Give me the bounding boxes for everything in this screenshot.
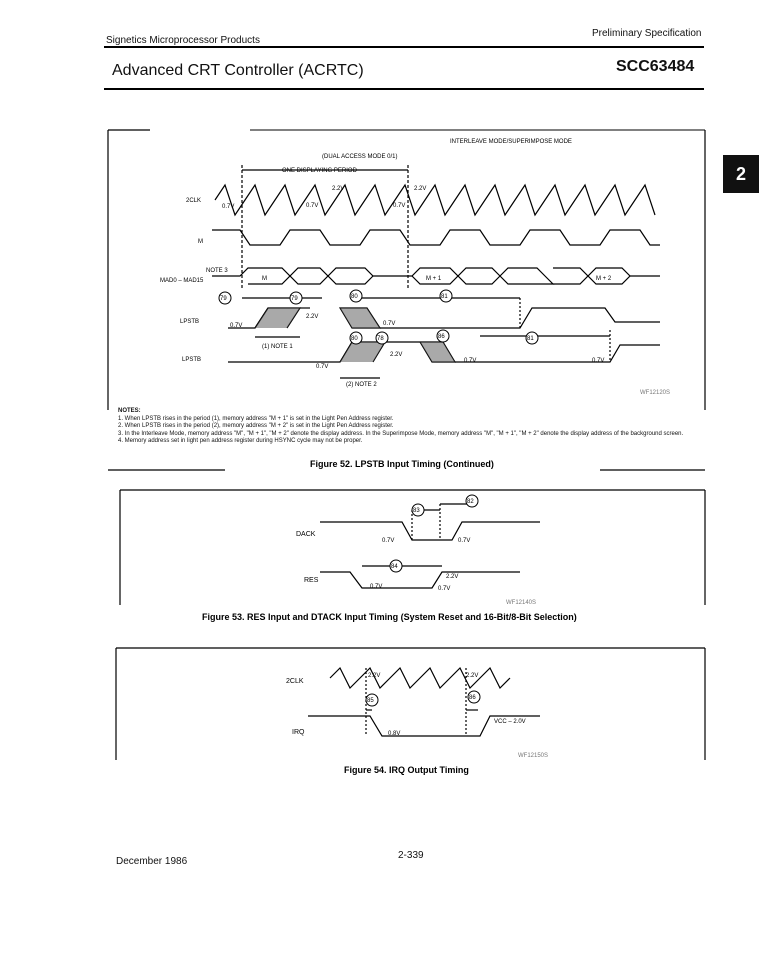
- fig52-v22-b: 2.2V: [414, 186, 426, 192]
- fig52-signal-m: M: [198, 239, 203, 245]
- header-rule-top: [104, 46, 704, 48]
- fig52-signal-2clk: 2CLK: [186, 198, 201, 204]
- fig52-v07-d: 0.7V: [230, 323, 242, 329]
- figure-52-diagram: INTERLEAVE MODE/SUPERIMPOSE MODE (DUAL A…: [107, 129, 706, 471]
- fig54-vcc: VCC – 2.0V: [494, 719, 526, 725]
- figure-53-diagram: 83 82 84 DACK RES 0.7V 0.7V 0.7V 2.2V 0.…: [119, 489, 706, 622]
- header-company: Signetics Microprocessor Products: [106, 35, 260, 46]
- footer-page-number: 2-339: [398, 850, 424, 861]
- fig53-signal-dack: DACK: [296, 531, 316, 538]
- page-title: Advanced CRT Controller (ACRTC): [112, 62, 364, 79]
- fig52-period: ONE DISPLAYING PERIOD: [282, 168, 358, 174]
- figure-54-diagram: 85 86 2CLK IRQ 2.2V 2.2V 0.8V VCC – 2.0V…: [115, 647, 706, 775]
- fig54-signal-2clk: 2CLK: [286, 678, 304, 685]
- fig52-v07-g: 0.7V: [464, 358, 476, 364]
- fig52-note1: (1) NOTE 1: [262, 344, 293, 350]
- header-spec-status: Preliminary Specification: [592, 28, 702, 39]
- fig52-v07-b: 0.7V: [306, 203, 318, 209]
- fig54-circle-85: 85: [367, 698, 374, 704]
- fig52-bus-m: M: [262, 276, 267, 282]
- fig53-v07-d: 0.7V: [438, 586, 450, 592]
- fig53-caption: Figure 53. RES Input and DTACK Input Tim…: [202, 612, 577, 622]
- fig52-circle-79b: 79: [291, 296, 298, 302]
- fig54-v08: 0.8V: [388, 731, 400, 737]
- fig52-v07-a: 0.7V: [222, 204, 234, 210]
- part-number: SCC63484: [616, 58, 695, 75]
- fig52-ref: WF12120S: [640, 390, 670, 396]
- fig52-signal-lpstb1: LPSTB: [180, 319, 199, 325]
- fig52-v07-h: 0.7V: [592, 358, 604, 364]
- fig52-v07-c: 0.7V: [393, 203, 405, 209]
- fig52-mode-label: INTERLEAVE MODE/SUPERIMPOSE MODE: [450, 139, 572, 145]
- fig54-v22-b: 2.2V: [466, 673, 478, 679]
- fig52-v22-d: 2.2V: [390, 352, 402, 358]
- fig52-circle-78: 78: [377, 336, 384, 342]
- fig53-signal-res: RES: [304, 577, 319, 584]
- fig53-circle-83: 83: [413, 508, 420, 514]
- header-rule-bottom: [104, 88, 704, 90]
- fig53-circle-82: 82: [467, 499, 474, 505]
- note-item: 3. In the Interleave Mode, memory addres…: [118, 430, 684, 437]
- fig53-circle-84: 84: [391, 564, 398, 570]
- fig52-circle-80: 80: [351, 294, 358, 300]
- fig52-circle-86: 86: [438, 334, 445, 340]
- fig54-circle-86: 86: [469, 695, 476, 701]
- fig52-circle-80b: 80: [351, 336, 358, 342]
- fig52-v22-c: 2.2V: [306, 314, 318, 320]
- note-item: 1. When LPSTB rises in the period (1), m…: [118, 415, 394, 422]
- fig52-circle-81b: 81: [527, 336, 534, 342]
- note-item: 4. Memory address set in light pen addre…: [118, 438, 363, 445]
- fig52-note3: NOTE 3: [206, 268, 228, 274]
- footer-date: December 1986: [116, 856, 188, 867]
- fig54-v22-a: 2.2V: [368, 673, 380, 679]
- fig53-ref: WF12140S: [506, 600, 536, 606]
- fig52-v22-a: 2.2V: [332, 186, 344, 192]
- fig52-bus-m1: M + 1: [426, 276, 442, 282]
- fig53-v07-a: 0.7V: [382, 538, 394, 544]
- fig52-signal-lpstb2: LPSTB: [182, 357, 201, 363]
- fig54-caption: Figure 54. IRQ Output Timing: [344, 765, 469, 775]
- section-tab: 2: [723, 155, 759, 193]
- fig52-note2: (2) NOTE 2: [346, 382, 377, 388]
- fig52-signal-mad: MAD0 – MAD15: [160, 278, 204, 284]
- fig52-bus-m2: M + 2: [596, 276, 612, 282]
- notes-title: NOTES:: [118, 408, 141, 414]
- fig54-ref: WF12150S: [518, 753, 548, 759]
- fig52-circle-79a: 79: [220, 296, 227, 302]
- fig53-v07-b: 0.7V: [458, 538, 470, 544]
- fig53-v07-c: 0.7V: [370, 584, 382, 590]
- fig52-v07-e: 0.7V: [383, 321, 395, 327]
- fig54-signal-irq: IRQ: [292, 729, 305, 736]
- fig52-dual-access: (DUAL ACCESS MODE 0/1): [322, 154, 397, 160]
- fig52-notes: NOTES: 1. When LPSTB rises in the period…: [118, 408, 708, 446]
- fig52-circle-81a: 81: [441, 294, 448, 300]
- fig53-v22-a: 2.2V: [446, 574, 458, 580]
- fig52-v07-f: 0.7V: [316, 364, 328, 370]
- note-item: 2. When LPSTB rises in the period (2), m…: [118, 423, 394, 430]
- fig52-caption: Figure 52. LPSTB Input Timing (Continued…: [310, 459, 494, 469]
